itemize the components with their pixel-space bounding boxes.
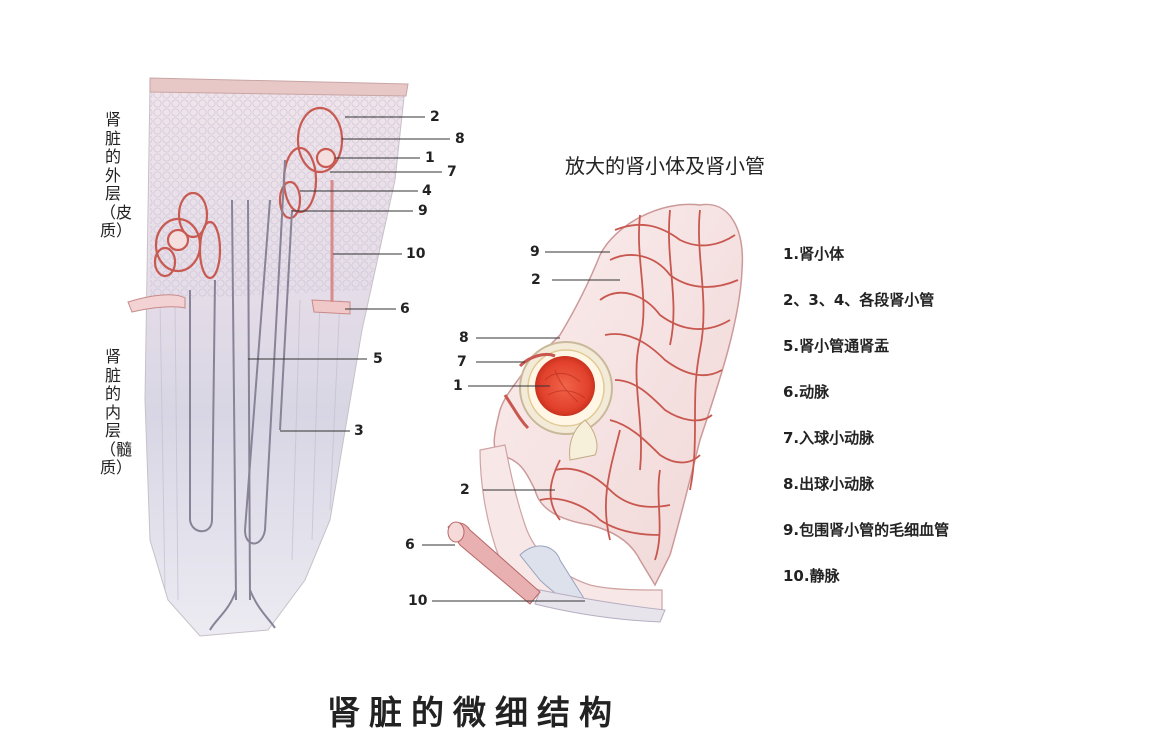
left-callout-3: 3 <box>354 423 364 439</box>
left-callout-9: 9 <box>418 203 428 219</box>
legend: 1.肾小体 2、3、4、各段肾小管 5.肾小管通肾盂 6.动脉 7.入球小动脉 … <box>783 243 949 611</box>
glomerulus <box>519 341 613 461</box>
medulla-label: 肾脏的内层（髓质） <box>100 347 133 477</box>
legend-item-8: 8.出球小动脉 <box>783 475 875 493</box>
right-callout-2-upper: 2 <box>531 272 541 288</box>
cortex-label: 肾脏的外层（皮质） <box>100 110 133 240</box>
legend-item-1: 1.肾小体 <box>783 245 845 263</box>
legend-item-5: 5.肾小管通肾盂 <box>783 337 890 355</box>
kidney-wedge <box>127 77 409 637</box>
left-callout-10: 10 <box>406 246 426 262</box>
left-callout-2: 2 <box>430 109 440 125</box>
right-callout-10: 10 <box>408 593 428 609</box>
right-callout-8: 8 <box>459 330 469 346</box>
page-title: 肾脏的微细结构 <box>327 693 621 732</box>
left-callout-4: 4 <box>422 183 432 199</box>
enlarged-nephron <box>447 203 744 623</box>
right-callout-7: 7 <box>457 354 467 370</box>
legend-item-10: 10.静脉 <box>783 567 840 585</box>
legend-item-6: 6.动脉 <box>783 383 830 401</box>
left-callout-7: 7 <box>447 164 457 180</box>
left-callout-1: 1 <box>425 150 435 166</box>
legend-item-9: 9.包围肾小管的毛细血管 <box>783 521 950 539</box>
enlarged-view-subtitle: 放大的肾小体及肾小管 <box>565 154 765 178</box>
legend-item-7: 7.入球小动脉 <box>783 429 875 447</box>
left-callout-5: 5 <box>373 351 383 367</box>
left-callout-8: 8 <box>455 131 465 147</box>
right-callout-2-lower: 2 <box>460 482 470 498</box>
right-callout-1: 1 <box>453 378 463 394</box>
leader-lines <box>248 116 620 602</box>
legend-item-2: 2、3、4、各段肾小管 <box>783 291 935 309</box>
right-callout-9: 9 <box>530 244 540 260</box>
right-callout-6: 6 <box>405 537 415 553</box>
left-callout-6: 6 <box>400 301 410 317</box>
